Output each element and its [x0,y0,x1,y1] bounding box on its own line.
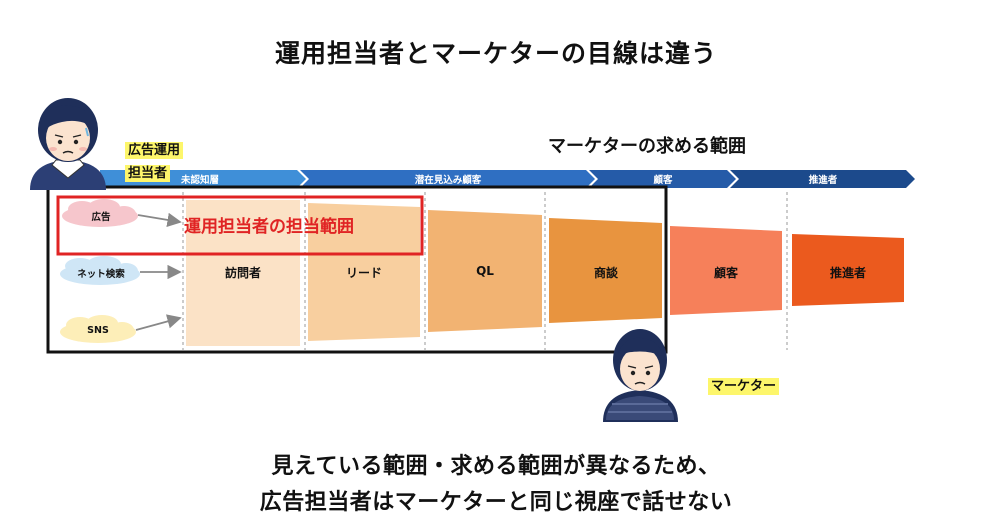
stage-block-deals [549,218,662,323]
conclusion-line-2: 広告担当者はマーケターと同じ視座で話せない [259,490,733,515]
operator-scope-label: 運用担当者の担当範囲 [184,217,354,237]
page-title: 運用担当者とマーケターの目線は違う [274,39,717,68]
cloud-sns [60,315,136,343]
phase-chevron-4 [730,170,915,188]
operator-view-frame [46,185,668,354]
stage-block-leads [308,203,420,341]
arrow-sns [135,314,182,331]
marketer-tag: マーケター [708,378,780,395]
stage-label-leads: リード [345,266,382,280]
ad-operator-avatar [30,98,106,190]
stage-block-visitors [186,200,300,346]
phase-chevron-3 [589,170,736,188]
stage-block-promoters [792,234,904,306]
stage-block-ql [428,210,542,332]
stage-label-promoters: 推進者 [829,266,866,280]
cloud-ad [62,199,138,227]
phase-label-promoters: 推進者 [808,175,838,186]
phase-chevron-2 [300,170,595,188]
source-label-ad: 広告 [91,212,111,223]
marketer-avatar [603,329,678,422]
phase-label-unaware: 未認知層 [180,175,219,186]
cloud-net-search [60,256,140,285]
stage-label-ql: QL [476,264,494,278]
stage-label-deals: 商談 [593,266,618,280]
phase-label-prospects: 潜在見込み顧客 [414,175,482,186]
ad-operator-tag-line2: 担当者 [125,165,171,182]
stage-label-customers: 顧客 [713,266,738,280]
stage-block-customers [670,226,782,315]
ad-operator-tag-line1: 広告運用 [125,142,184,159]
conclusion-line-1: 見えている範囲・求める範囲が異なるため、 [271,454,721,479]
marketer-scope-label: マーケターの求める範囲 [548,136,746,157]
operator-scope-frame [56,195,424,256]
phase-label-customers: 顧客 [653,175,673,186]
source-label-net-search: ネット検索 [77,269,125,280]
arrow-ad [137,212,182,228]
source-label-sns: SNS [87,325,109,336]
stage-label-visitors: 訪問者 [224,266,261,280]
